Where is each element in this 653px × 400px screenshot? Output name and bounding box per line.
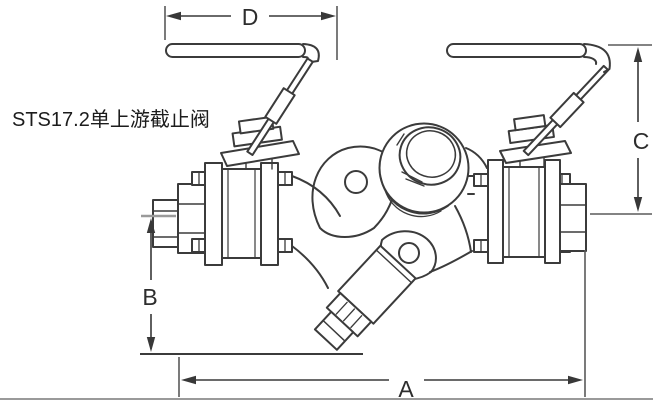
dimension-a-arrow-left [181, 375, 196, 385]
dimension-c-label: C [633, 128, 650, 154]
cap-notch-lines [396, 133, 425, 187]
dimension-d: D [164, 4, 338, 60]
left-nipple-lines [152, 210, 179, 238]
right-handle [446, 43, 611, 157]
body-edge-left-top [291, 175, 341, 217]
left-bolt-nut-lines [198, 171, 286, 253]
right-end-cap [559, 183, 587, 252]
right-bolt-nut-lines [480, 173, 563, 253]
dimension-b-label: B [142, 284, 157, 310]
left-body-edge-lines [227, 168, 256, 259]
diagram-title: STS17.2单上游截止阀 [12, 108, 210, 131]
right-ball-valve [473, 114, 587, 264]
left-inlet-nipple [152, 199, 179, 248]
right-valve-body [502, 166, 546, 258]
right-end-cap-facets [559, 204, 587, 233]
dimension-a-extension-lines [178, 250, 586, 397]
left-ball-valve [152, 115, 300, 266]
dimension-d-extension-lines [164, 6, 338, 60]
cap-face-inner [405, 130, 457, 178]
drain-end-nut-split [322, 319, 346, 342]
right-handle-ferrule [549, 91, 585, 129]
dimension-a-label: A [398, 376, 414, 400]
drain-fitting [313, 244, 417, 351]
dimension-b: B [140, 214, 363, 355]
right-stem-bracket [499, 140, 572, 164]
dimension-c-arrow-top [633, 47, 643, 62]
left-handle-elbow [302, 43, 320, 63]
drain-body [337, 244, 417, 325]
dimension-b-arrow-bottom [146, 337, 156, 352]
left-flange-plate-b [260, 162, 279, 266]
body-edge-right-bottom [454, 205, 472, 253]
dimension-a-arrow-right [568, 375, 583, 385]
dimension-d-arrow-right [321, 11, 336, 21]
cap-thread-arc [384, 189, 442, 218]
dimension-c: C [590, 44, 652, 215]
dimension-a: A [178, 250, 586, 400]
upper-lug-hole [344, 170, 368, 194]
right-flange-plate-a [487, 159, 504, 264]
body-edge-lower-right [429, 250, 473, 273]
dimension-c-extension-lines [590, 44, 652, 215]
cap-thread-arc [380, 177, 449, 215]
test-port-cap [378, 122, 470, 218]
right-flange-plate-b [544, 159, 561, 264]
valve-drawing [152, 43, 611, 351]
left-union-facets [177, 203, 206, 234]
dimension-b-arrow-top [146, 218, 156, 233]
dimension-d-label: D [242, 4, 259, 30]
dimension-c-arrow-bottom [633, 197, 643, 212]
right-body-edge-lines [508, 166, 540, 258]
left-handle-ferrule [264, 87, 296, 125]
right-handle-elbow [583, 43, 611, 73]
left-handle [165, 43, 320, 156]
body-edge-right-top [465, 147, 488, 169]
right-handle-grip [446, 43, 587, 58]
body-edge-left-bottom [291, 245, 329, 289]
left-stem-bracket [220, 140, 300, 167]
left-handle-grip [165, 43, 306, 58]
left-flange-plate-a [204, 162, 223, 266]
lower-lug-hole [398, 242, 420, 264]
drain-body-line [375, 249, 413, 284]
drain-coupling-hatch [335, 301, 363, 329]
dimension-d-arrow-left [166, 11, 181, 21]
